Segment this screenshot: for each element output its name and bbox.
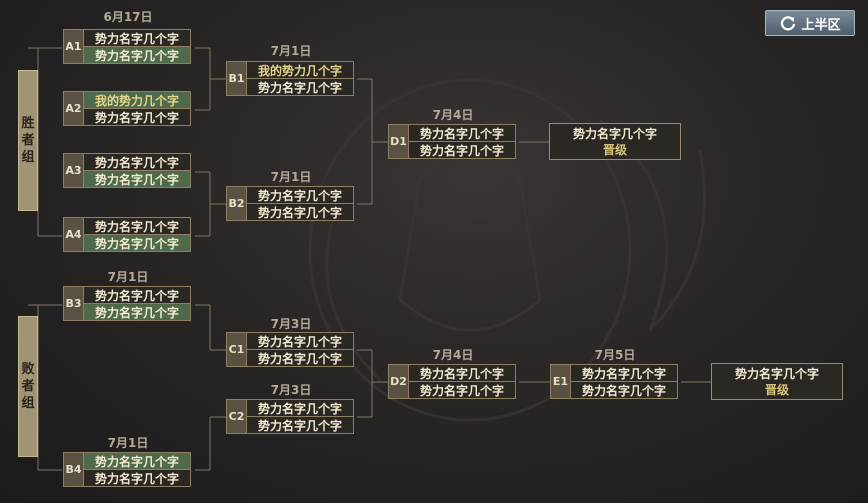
date-b1: 7月1日 bbox=[270, 44, 312, 58]
match-a1-label: A1 bbox=[63, 29, 83, 64]
upper-advance-box[interactable]: 势力名字几个字 晋级 bbox=[549, 123, 681, 160]
date-a1: 6月17日 bbox=[103, 10, 153, 24]
match-d2[interactable]: D2 势力名字几个字 势力名字几个字 bbox=[388, 364, 516, 399]
match-b1-team-1[interactable]: 我的势力几个字 bbox=[246, 61, 354, 79]
date-b2: 7月1日 bbox=[270, 170, 312, 184]
match-c1-team-1[interactable]: 势力名字几个字 bbox=[246, 332, 354, 350]
match-b4-label: B4 bbox=[63, 452, 83, 487]
match-a2-label: A2 bbox=[63, 91, 83, 126]
match-b2-team-1[interactable]: 势力名字几个字 bbox=[246, 186, 354, 204]
match-b4-team-1[interactable]: 势力名字几个字 bbox=[83, 452, 191, 470]
match-e1[interactable]: E1 势力名字几个字 势力名字几个字 bbox=[550, 364, 678, 399]
match-d2-team-1[interactable]: 势力名字几个字 bbox=[408, 364, 516, 382]
match-a3-label: A3 bbox=[63, 153, 83, 188]
match-c1-label: C1 bbox=[226, 332, 246, 367]
match-b2[interactable]: B2 势力名字几个字 势力名字几个字 bbox=[226, 186, 354, 221]
match-a4-team-1[interactable]: 势力名字几个字 bbox=[83, 217, 191, 235]
match-c1[interactable]: C1 势力名字几个字 势力名字几个字 bbox=[226, 332, 354, 367]
match-d1[interactable]: D1 势力名字几个字 势力名字几个字 bbox=[388, 124, 516, 159]
match-a2-team-1[interactable]: 我的势力几个字 bbox=[83, 91, 191, 109]
match-a1-team-2[interactable]: 势力名字几个字 bbox=[83, 47, 191, 64]
date-c1: 7月3日 bbox=[270, 317, 312, 331]
upper-advance-status: 晋级 bbox=[602, 142, 627, 157]
match-a4-team-2[interactable]: 势力名字几个字 bbox=[83, 235, 191, 252]
match-b3[interactable]: B3 势力名字几个字 势力名字几个字 bbox=[63, 286, 191, 321]
match-d1-team-2[interactable]: 势力名字几个字 bbox=[408, 142, 516, 159]
match-d2-label: D2 bbox=[388, 364, 408, 399]
date-d2: 7月4日 bbox=[432, 348, 474, 362]
match-b2-label: B2 bbox=[226, 186, 246, 221]
lower-advance-name: 势力名字几个字 bbox=[734, 366, 819, 381]
match-b4[interactable]: B4 势力名字几个字 势力名字几个字 bbox=[63, 452, 191, 487]
match-b1[interactable]: B1 我的势力几个字 势力名字几个字 bbox=[226, 61, 354, 96]
match-d1-team-1[interactable]: 势力名字几个字 bbox=[408, 124, 516, 142]
date-e1: 7月5日 bbox=[594, 348, 636, 362]
match-a2-team-2[interactable]: 势力名字几个字 bbox=[83, 109, 191, 126]
match-b1-label: B1 bbox=[226, 61, 246, 96]
losers-group-text: 败者组 bbox=[21, 362, 35, 411]
upper-half-button[interactable]: 上半区 bbox=[765, 10, 855, 36]
match-c1-team-2[interactable]: 势力名字几个字 bbox=[246, 350, 354, 367]
match-a4-label: A4 bbox=[63, 217, 83, 252]
match-a3-team-2[interactable]: 势力名字几个字 bbox=[83, 171, 191, 188]
refresh-icon bbox=[781, 16, 796, 31]
match-b3-label: B3 bbox=[63, 286, 83, 321]
match-a2[interactable]: A2 我的势力几个字 势力名字几个字 bbox=[63, 91, 191, 126]
losers-group-label: 败者组 bbox=[18, 316, 38, 457]
date-d1: 7月4日 bbox=[432, 108, 474, 122]
match-c2-team-2[interactable]: 势力名字几个字 bbox=[246, 417, 354, 434]
match-e1-team-2[interactable]: 势力名字几个字 bbox=[570, 382, 678, 399]
match-a3[interactable]: A3 势力名字几个字 势力名字几个字 bbox=[63, 153, 191, 188]
winners-group-label: 胜者组 bbox=[18, 70, 38, 211]
date-c2: 7月3日 bbox=[270, 383, 312, 397]
match-b1-team-2[interactable]: 势力名字几个字 bbox=[246, 79, 354, 96]
match-c2-team-1[interactable]: 势力名字几个字 bbox=[246, 399, 354, 417]
date-b4: 7月1日 bbox=[107, 436, 149, 450]
upper-advance-name: 势力名字几个字 bbox=[572, 126, 657, 141]
match-a3-team-1[interactable]: 势力名字几个字 bbox=[83, 153, 191, 171]
match-a1-team-1[interactable]: 势力名字几个字 bbox=[83, 29, 191, 47]
date-b3: 7月1日 bbox=[107, 270, 149, 284]
match-e1-team-1[interactable]: 势力名字几个字 bbox=[570, 364, 678, 382]
match-d2-team-2[interactable]: 势力名字几个字 bbox=[408, 382, 516, 399]
match-b4-team-2[interactable]: 势力名字几个字 bbox=[83, 470, 191, 487]
match-a1[interactable]: A1 势力名字几个字 势力名字几个字 bbox=[63, 29, 191, 64]
match-b2-team-2[interactable]: 势力名字几个字 bbox=[246, 204, 354, 221]
match-d1-label: D1 bbox=[388, 124, 408, 159]
winners-group-text: 胜者组 bbox=[21, 116, 35, 165]
upper-half-label: 上半区 bbox=[801, 17, 841, 33]
match-c2[interactable]: C2 势力名字几个字 势力名字几个字 bbox=[226, 399, 354, 434]
lower-advance-box[interactable]: 势力名字几个字 晋级 bbox=[711, 363, 843, 400]
match-b3-team-1[interactable]: 势力名字几个字 bbox=[83, 286, 191, 304]
match-a4[interactable]: A4 势力名字几个字 势力名字几个字 bbox=[63, 217, 191, 252]
lower-advance-status: 晋级 bbox=[764, 382, 789, 397]
match-c2-label: C2 bbox=[226, 399, 246, 434]
match-e1-label: E1 bbox=[550, 364, 570, 399]
match-b3-team-2[interactable]: 势力名字几个字 bbox=[83, 304, 191, 321]
